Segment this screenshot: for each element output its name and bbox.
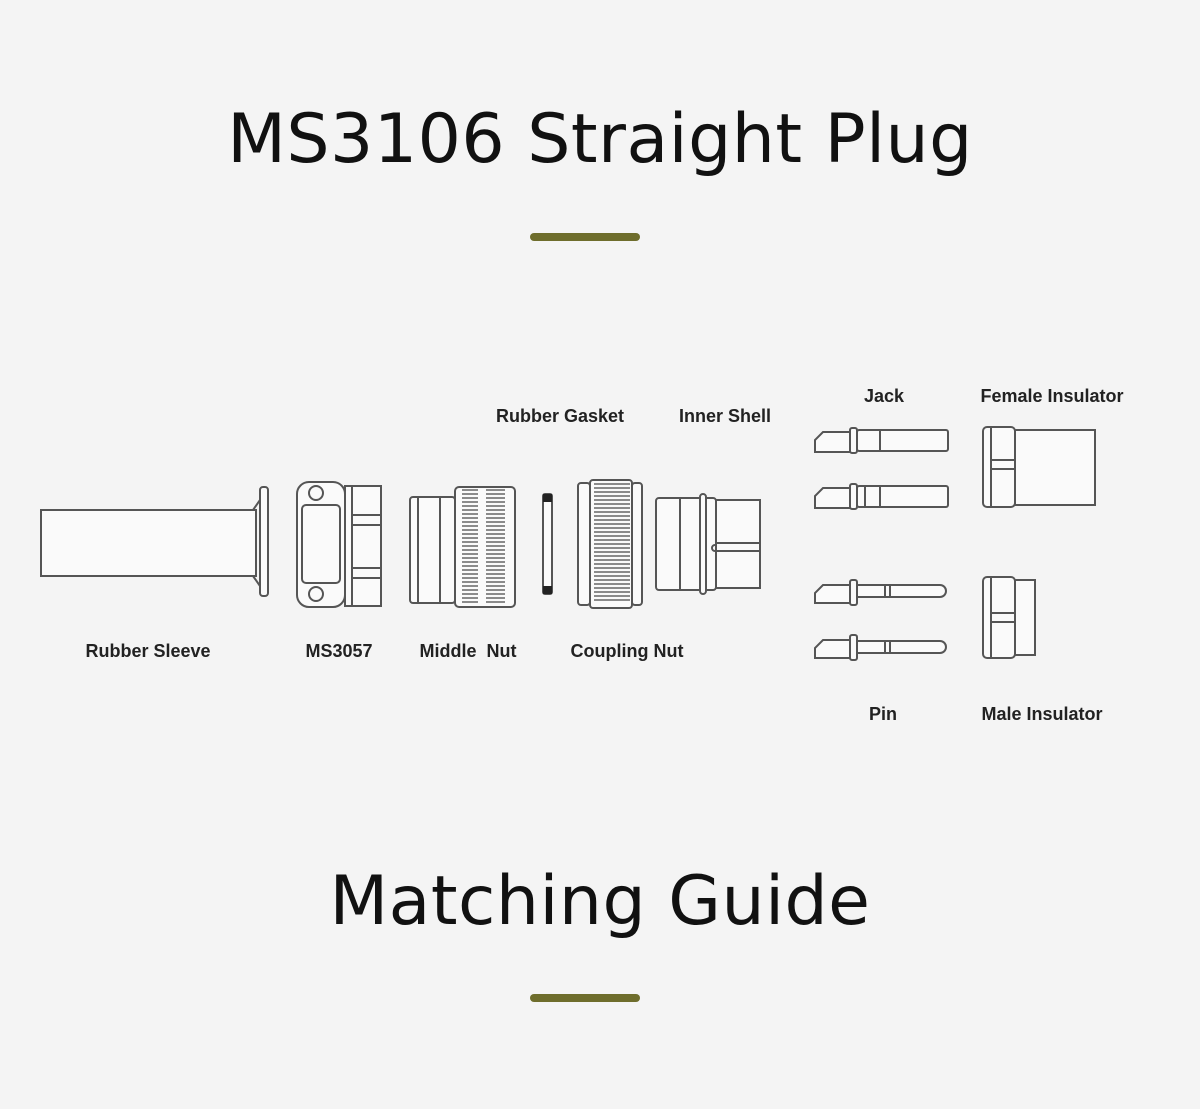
label-inner-shell: Inner Shell	[678, 406, 772, 426]
label-jack: Jack	[863, 386, 905, 406]
section-underline	[530, 994, 640, 1002]
label-coupling-nut: Coupling Nut	[570, 641, 684, 661]
pin-drawings	[814, 579, 947, 661]
rubber-sleeve-drawing	[40, 486, 269, 597]
female-insulator-drawing	[982, 426, 1096, 508]
rubber-gasket-drawing	[542, 493, 553, 595]
label-rubber-sleeve: Rubber Sleeve	[85, 641, 211, 661]
label-rubber-gasket: Rubber Gasket	[495, 406, 625, 426]
jack-drawings	[814, 427, 949, 510]
label-pin: Pin	[868, 704, 898, 724]
ms3057-drawing	[296, 481, 382, 608]
label-male-insulator: Male Insulator	[981, 704, 1103, 724]
label-ms3057: MS3057	[305, 641, 373, 661]
title-underline	[530, 233, 640, 241]
section-title: Matching Guide	[329, 862, 871, 941]
label-middle-nut: Middle Nut	[419, 641, 517, 661]
label-female-insulator: Female Insulator	[980, 386, 1124, 406]
coupling-nut-drawing	[577, 479, 643, 609]
page-title: MS3106 Straight Plug	[227, 100, 973, 179]
middle-nut-drawing	[409, 486, 516, 608]
inner-shell-drawing	[655, 493, 761, 595]
male-insulator-drawing	[982, 576, 1036, 659]
